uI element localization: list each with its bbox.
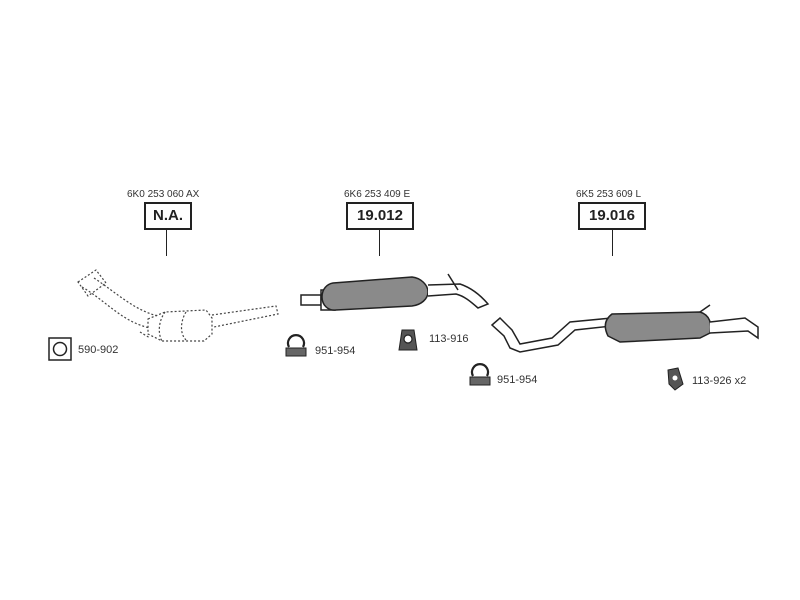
part-code-box[interactable]: 19.012 bbox=[346, 202, 414, 230]
accessory-label: 951-954 bbox=[315, 345, 356, 357]
accessory-label: 113-926 x2 bbox=[692, 375, 747, 387]
accessory-label: 590-902 bbox=[78, 344, 119, 356]
leader-line bbox=[379, 228, 380, 256]
part-code-box[interactable]: N.A. bbox=[144, 202, 192, 230]
part-oe-number: 6K5 253 609 L bbox=[576, 189, 642, 200]
leader-line bbox=[612, 228, 613, 256]
gasket-icon[interactable] bbox=[48, 337, 72, 361]
part-oe-number: 6K0 253 060 AX bbox=[127, 189, 200, 200]
middle-silencer[interactable] bbox=[300, 273, 490, 311]
clamp-icon[interactable] bbox=[469, 363, 491, 386]
accessory-label: 951-954 bbox=[497, 374, 538, 386]
rubber-hanger-icon[interactable] bbox=[398, 329, 418, 351]
accessory-label: 113-916 bbox=[429, 333, 469, 345]
clamp-icon[interactable] bbox=[285, 334, 307, 357]
rear-silencer[interactable] bbox=[490, 304, 759, 353]
leader-line bbox=[166, 228, 167, 256]
part-oe-number: 6K6 253 409 E bbox=[344, 189, 411, 200]
rubber-mount-icon[interactable] bbox=[667, 367, 684, 391]
front-pipe-catalyst[interactable] bbox=[77, 269, 279, 342]
